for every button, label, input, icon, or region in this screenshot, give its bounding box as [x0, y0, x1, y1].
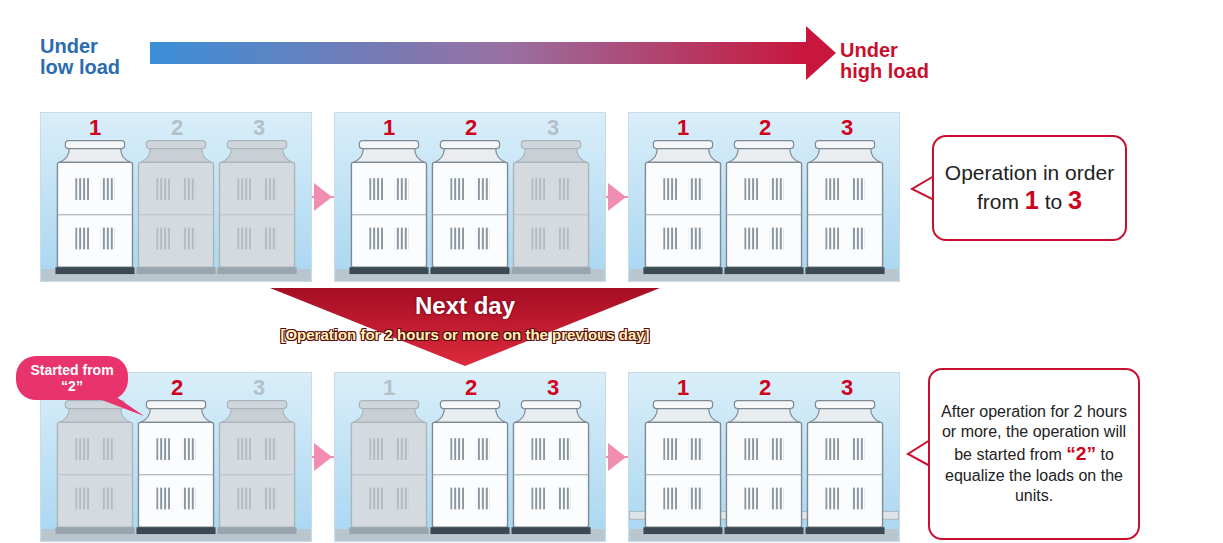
flow-arrow	[312, 443, 334, 471]
callout-number: 3	[239, 115, 279, 141]
callout-number: 2	[157, 115, 197, 141]
callout-tail	[912, 176, 934, 200]
outdoor-units	[629, 373, 899, 541]
load-label: Under high load	[840, 40, 944, 82]
outdoor-units	[335, 373, 605, 541]
bubble-tail	[16, 356, 17, 357]
outdoor-units	[629, 113, 899, 281]
callout-box: Operation in order from 1 to 3	[932, 135, 1127, 241]
callout-number: 1	[369, 115, 409, 141]
outdoor-units	[41, 113, 311, 281]
unit-panel: 1 2 3	[628, 372, 900, 542]
unit-panel: 1 2 3	[40, 372, 312, 542]
bubble-text: Started from “2”	[24, 362, 120, 394]
callout-number: 2	[451, 115, 491, 141]
callout-number: 2	[745, 115, 785, 141]
callout-text: Operation in order from 1 to 3	[944, 160, 1115, 215]
callout-tail	[908, 440, 930, 466]
callout-number: 3	[239, 375, 279, 401]
outdoor-units	[335, 113, 605, 281]
callout-number: 1	[663, 115, 703, 141]
arrow-title: Next day	[215, 292, 715, 320]
flow-arrow	[606, 183, 628, 211]
callout-number: 3	[533, 375, 573, 401]
flow-arrow	[606, 443, 628, 471]
callout-number: 3	[827, 115, 867, 141]
flow-arrow	[312, 183, 334, 211]
callout-number: 2	[745, 375, 785, 401]
callout-number: 2	[157, 375, 197, 401]
unit-panel: 1 2 3	[334, 372, 606, 542]
callout-text: After operation for 2 hours or more, the…	[940, 402, 1128, 506]
callout-box: After operation for 2 hours or more, the…	[928, 368, 1140, 540]
outdoor-units	[41, 373, 311, 541]
callout-number: 1	[75, 115, 115, 141]
load-label: Under low load	[40, 36, 136, 78]
callout-number: 1	[663, 375, 703, 401]
start-bubble: Started from “2”	[16, 356, 128, 400]
next-day-arrow: Next day [Operation for 2 hours or more o…	[215, 286, 715, 368]
arrow-shape	[215, 286, 715, 368]
callout-number: 1	[369, 375, 409, 401]
callout-number: 2	[451, 375, 491, 401]
unit-panel: 1 2 3	[628, 112, 900, 282]
unit-panel: 1 2 3	[334, 112, 606, 282]
callout-number: 3	[533, 115, 573, 141]
unit-panel: 1 2 3	[40, 112, 312, 282]
callout-number: 1	[75, 375, 115, 401]
callout-number: 3	[827, 375, 867, 401]
load-arrow	[150, 42, 808, 64]
arrow-subtitle: [Operation for 2 hours or more on the pr…	[215, 326, 715, 343]
load-arrow-head	[806, 26, 836, 80]
